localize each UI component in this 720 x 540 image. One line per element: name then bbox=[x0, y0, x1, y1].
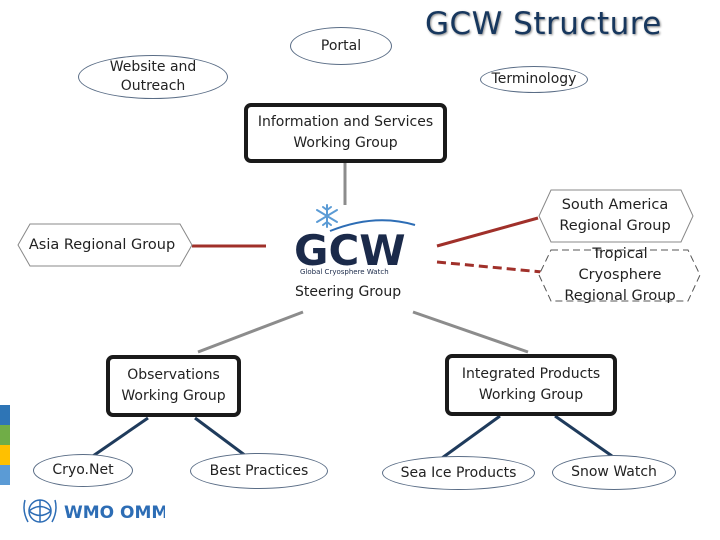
south-america-hexagon bbox=[538, 189, 694, 243]
snowflake-icon bbox=[316, 204, 338, 228]
connector-steering-to-integrated bbox=[412, 310, 529, 354]
wmo-text: WMO OMM bbox=[64, 503, 165, 523]
website-outreach-node[interactable]: Website and Outreach bbox=[78, 55, 228, 99]
cryonet-node[interactable]: Cryo.Net bbox=[33, 454, 133, 487]
tropical-hexagon bbox=[538, 249, 701, 302]
best-practices-node[interactable]: Best Practices bbox=[190, 453, 328, 489]
terminology-node[interactable]: Terminology bbox=[480, 66, 588, 93]
gcw-logo[interactable]: GCW Global Cryosphere Watch bbox=[290, 203, 425, 277]
connector-observations-to-cryonet bbox=[89, 416, 149, 460]
logo-swoosh bbox=[329, 219, 416, 232]
snow-watch-node[interactable]: Snow Watch bbox=[552, 455, 676, 490]
wmo-emblem-icon bbox=[23, 499, 57, 523]
asia-label[interactable]: Asia Regional Group bbox=[28, 236, 176, 253]
gcw-subtitle: Global Cryosphere Watch bbox=[300, 268, 389, 276]
left-strip-blue bbox=[0, 405, 10, 425]
integrated-products-box[interactable]: Integrated Products Working Group bbox=[445, 354, 617, 416]
info-services-box[interactable]: Information and Services Working Group bbox=[244, 103, 447, 163]
asia-hexagon bbox=[17, 223, 193, 267]
left-strip-green bbox=[0, 425, 10, 445]
gcw-wordmark: GCW bbox=[294, 226, 406, 275]
steering-group-label[interactable]: Steering Group bbox=[295, 284, 402, 300]
connector-tropical bbox=[436, 260, 543, 274]
wmo-logo: WMO OMM bbox=[23, 499, 165, 523]
connector-south-america bbox=[436, 216, 539, 248]
connector-steering-to-observations bbox=[197, 310, 304, 354]
connector-integrated-to-seaice bbox=[441, 414, 501, 460]
connector-observations-to-bestpractices bbox=[194, 416, 247, 458]
connector-integrated-to-snowwatch bbox=[554, 414, 613, 458]
portal-node[interactable]: Portal bbox=[290, 27, 392, 65]
tropical-label[interactable]: Tropical Cryosphere Regional Group bbox=[564, 246, 676, 304]
page-title: GCW Structure bbox=[425, 6, 662, 42]
south-america-label[interactable]: South America Regional Group bbox=[559, 197, 671, 234]
left-strip-yellow bbox=[0, 445, 10, 465]
left-strip-lightblue bbox=[0, 465, 10, 485]
sea-ice-node[interactable]: Sea Ice Products bbox=[382, 456, 535, 490]
observations-box[interactable]: Observations Working Group bbox=[106, 355, 241, 417]
